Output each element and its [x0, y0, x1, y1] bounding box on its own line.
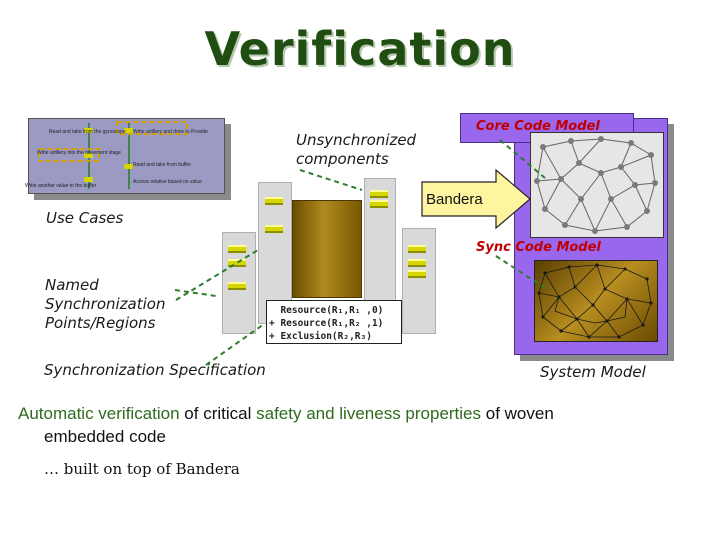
sync-spec-line: Resource(R₁,R₁ ,0) — [269, 305, 384, 316]
unsync-leader-line — [299, 169, 363, 191]
sync-graph-svg — [537, 263, 653, 339]
use-cases-label: Use Cases — [46, 209, 124, 227]
sync-model-leader-line — [495, 255, 549, 291]
sync-spec-line: + Exclusion(R₂,R₃) — [269, 331, 372, 342]
sync-point-marker — [408, 259, 426, 267]
use-case-line: Read and take from the gyroscope — [49, 129, 126, 135]
core-leader-line — [499, 139, 546, 179]
sync-point-marker — [370, 200, 388, 208]
use-case-line: Write artillery into the basement stage — [37, 150, 121, 156]
page-title: Verification — [204, 22, 516, 76]
sync-spec-label: Synchronization Specification — [44, 361, 266, 379]
statement-part: safety and liveness properties — [256, 404, 482, 423]
sync-code-model-label: Sync Code Model — [476, 240, 601, 255]
use-case-box: Read and take from the gyroscope Write a… — [25, 118, 225, 194]
sync-point-marker — [265, 197, 283, 205]
sync-graph-box — [534, 260, 658, 342]
use-case-line: Read and take from buffer — [133, 162, 191, 168]
use-case-lines — [38, 121, 188, 189]
sync-point-marker — [228, 259, 246, 267]
system-model-label: System Model — [540, 363, 646, 381]
sync-point-marker — [408, 245, 426, 253]
sync-point-marker — [228, 282, 246, 290]
bottom-statement: Automatic verification of critical safet… — [18, 402, 708, 448]
sync-spec-line: + Resource(R₁,R₂ ,1) — [269, 318, 384, 329]
statement-part: of woven — [481, 404, 554, 423]
woven-component — [292, 200, 362, 298]
spec-leader-line — [205, 323, 265, 366]
statement-part: Automatic verification — [18, 404, 180, 423]
sync-point-marker — [408, 270, 426, 278]
use-case-line: Write another value to the buffer — [25, 183, 97, 189]
bandera-label: Bandera — [426, 191, 483, 208]
statement-part: embedded code — [44, 427, 166, 446]
unsync-label: Unsynchronized components — [296, 131, 417, 168]
named-sync-label: Named Synchronization Points/Regions — [45, 276, 166, 332]
use-case-line: Access relative based on value — [133, 179, 202, 185]
sync-spec-box: Resource(R₁,R₁ ,0) + Resource(R₁,R₂ ,1) … — [266, 300, 402, 344]
use-case-line: Write artillery and drive to Provide — [133, 129, 208, 135]
sync-point-marker — [228, 245, 246, 253]
sync-point-marker — [265, 225, 283, 233]
core-code-model-label: Core Code Model — [476, 119, 600, 134]
sync-leader-line — [175, 249, 259, 301]
statement-part: of critical — [179, 404, 257, 423]
sync-leader-line — [174, 289, 217, 297]
sync-point-marker — [370, 190, 388, 198]
bandera-arrow — [421, 168, 531, 230]
core-graph-svg — [534, 136, 658, 234]
core-graph-box — [530, 132, 664, 238]
footnote: … built on top of Bandera — [44, 460, 240, 478]
